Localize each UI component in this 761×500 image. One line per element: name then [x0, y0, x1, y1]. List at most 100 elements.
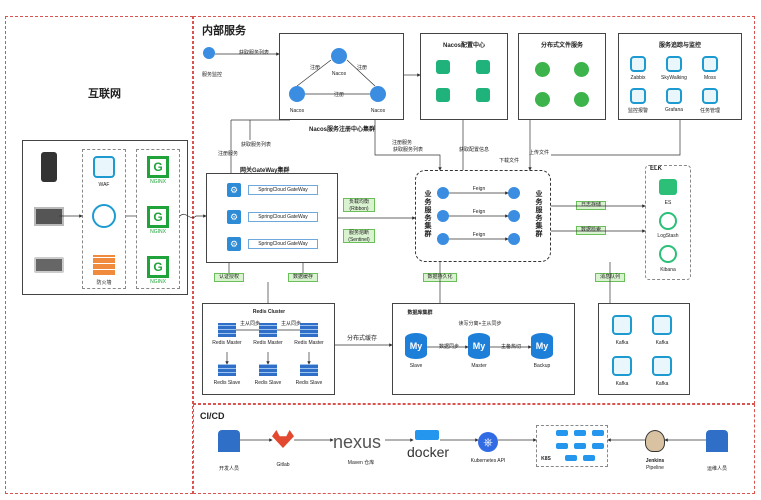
developer-label: 开发人员	[218, 466, 239, 472]
gateway-item-0: SpringCloud GateWay	[248, 185, 318, 195]
nacos-register-label-3: 注册	[333, 92, 344, 98]
kafka-label-2: Kafka	[615, 381, 629, 387]
redis-master-label-2: Redis Master	[294, 340, 324, 346]
k8s-whale-icon-1	[556, 430, 568, 436]
monitor-item-2: Moss	[704, 75, 716, 81]
service-node-l2	[437, 210, 449, 222]
task-gear-icon	[702, 88, 718, 104]
gateway-gear-icon-1: ⚙	[227, 183, 241, 197]
service-node-l1	[437, 187, 449, 199]
monitor-box	[618, 33, 742, 120]
mq-tag: 消息队列	[595, 273, 625, 282]
grafana-icon	[666, 88, 682, 104]
kafka-icon-4	[652, 356, 672, 376]
sentinel-tag-label: 服务熔断	[348, 230, 369, 236]
elk-item-2: Kibana	[660, 267, 676, 273]
k8s-whale-icon-2	[574, 430, 586, 436]
gitlab-label: Gitlab	[276, 462, 290, 468]
globe-icon	[92, 204, 116, 228]
ribbon-tag-label: 负载均衡	[348, 199, 369, 205]
file-service-box	[518, 33, 606, 120]
service-node-r1	[508, 187, 520, 199]
feign-label-1: Feign	[472, 186, 486, 192]
cluster-right-label: 业务服务集群	[535, 190, 542, 238]
nginx-icon-2: G	[147, 206, 169, 228]
k8s-whale-icon-5	[574, 443, 586, 449]
nacos-node-right-label: Nacos	[370, 108, 386, 114]
redis-master-icon-2	[259, 323, 277, 337]
maven-label: Maven 仓库	[347, 460, 375, 466]
nacos-registry-title: Nacos服务注册中心集群	[308, 127, 375, 133]
mysql-master-icon: My	[468, 333, 490, 359]
firewall-icon	[93, 255, 115, 275]
redis-master-label-0: Redis Master	[212, 340, 242, 346]
mysql-sync-label: 数据同步	[438, 344, 459, 350]
kubernetes-icon: ⎈	[478, 432, 498, 452]
config-db-icon-4	[476, 88, 490, 102]
gateway-title: 网关GateWay集群	[240, 168, 290, 174]
kafka-icon-1	[612, 315, 632, 335]
feign-label-3: Feign	[472, 232, 486, 238]
pipeline-label: Pipeline	[646, 465, 664, 471]
kafka-label-1: Kafka	[655, 340, 669, 346]
mysql-slave-icon: My	[405, 333, 427, 359]
jenkins-icon	[645, 430, 665, 452]
file-cloud-icon-3	[535, 92, 550, 107]
mysql-title: 数据库集群	[407, 310, 433, 316]
nginx-label-1: NGINX	[150, 179, 166, 185]
cluster-download-label: 下载文件	[498, 158, 519, 164]
k8s-whale-icon-8	[583, 455, 595, 461]
ribbon-tag-sub: (Ribbon)	[349, 205, 369, 212]
k8s-whale-icon-6	[592, 443, 604, 449]
cluster-left-label: 业务服务集群	[424, 190, 431, 238]
mysql-master-label: Master	[471, 363, 487, 369]
redis-master-icon-3	[300, 323, 318, 337]
data-search-tag: 数据检索	[576, 226, 606, 235]
internal-zone	[193, 16, 755, 404]
elk-box	[645, 165, 691, 280]
gateway-list-label: 获取服务列表	[240, 142, 271, 148]
redis-slave-label-0: Redis Slave	[213, 380, 241, 386]
nginx-label-2: NGINX	[150, 229, 166, 235]
monitor-item-1: SkyWalking	[661, 75, 687, 81]
gateway-item-1: SpringCloud GateWay	[248, 212, 318, 222]
cluster-reg-label: 注册服务	[391, 140, 412, 146]
gateway-item-2: SpringCloud GateWay	[248, 239, 318, 249]
kafka-label-3: Kafka	[655, 381, 669, 387]
nginx-column	[136, 149, 180, 289]
log-storage-tag: 日志存储	[576, 201, 606, 210]
dist-cache-label: 分布式缓存	[346, 336, 377, 342]
persist-tag: 数据持久化	[423, 273, 457, 282]
waf-label: WAF	[98, 182, 110, 188]
watch-icon	[203, 47, 215, 59]
sentinel-tag: 服务熔断 (Sentinel)	[343, 229, 375, 243]
file-cloud-icon-4	[574, 92, 589, 107]
auth-tag: 认证授权	[214, 273, 244, 282]
config-db-icon-2	[476, 60, 490, 74]
security-column	[82, 149, 126, 289]
internal-zone-title: 内部服务	[202, 25, 246, 37]
feign-label-2: Feign	[472, 209, 486, 215]
redis-sync-label-1: 主从同步	[239, 321, 260, 327]
watch-pull-label: 获取服务列表	[238, 50, 269, 56]
kubernetes-api-label: Kubernetes API	[470, 458, 506, 464]
nginx-icon-1: G	[147, 156, 169, 178]
service-node-r3	[508, 233, 520, 245]
waf-icon	[93, 156, 115, 178]
mysql-backup-label: Backup	[533, 363, 551, 369]
elk-title: ELK	[650, 166, 662, 172]
k8s-box	[536, 425, 608, 467]
logstash-icon	[659, 212, 677, 230]
k8s-whale-icon-4	[556, 443, 568, 449]
file-cloud-icon-1	[535, 62, 550, 77]
kafka-icon-2	[652, 315, 672, 335]
monitor-item-4: Grafana	[664, 107, 684, 113]
service-cluster-box	[415, 170, 551, 262]
docker-whale-icon	[415, 430, 439, 440]
redis-master-icon-1	[218, 323, 236, 337]
kibana-icon	[659, 245, 677, 263]
mysql-slave-label: Slave	[409, 363, 423, 369]
gateway-register-label: 注册服务	[217, 151, 238, 157]
cache-tag: 数据缓存	[288, 273, 318, 282]
redis-sync-label-2: 主从同步	[280, 321, 301, 327]
